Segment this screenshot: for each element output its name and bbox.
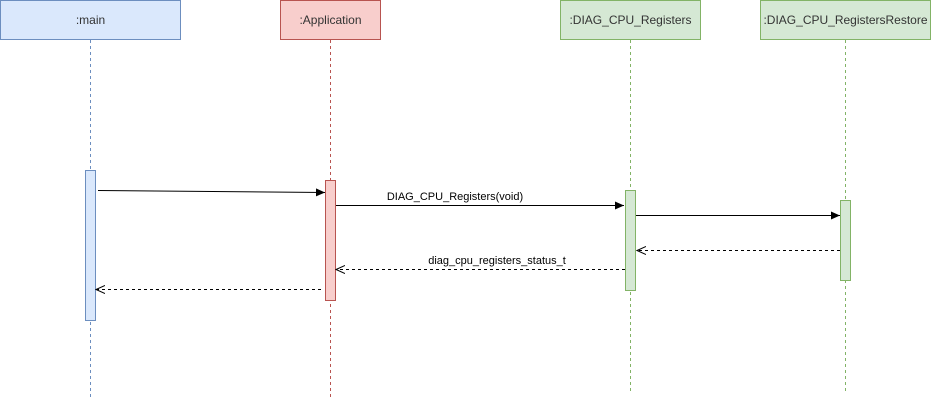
participant-diag-cpu-registers: :DIAG_CPU_Registers bbox=[560, 0, 701, 40]
activation-main bbox=[85, 170, 96, 321]
participant-application-label: :Application bbox=[299, 13, 362, 27]
participant-application: :Application bbox=[280, 0, 381, 40]
participant-diag-cpu-registers-restore: :DIAG_CPU_RegistersRestore bbox=[760, 0, 931, 40]
participant-main: :main bbox=[0, 0, 181, 40]
activation-application bbox=[325, 180, 336, 301]
participant-diag-cpu-registers-restore-label: :DIAG_CPU_RegistersRestore bbox=[763, 13, 928, 27]
participant-diag-cpu-registers-label: :DIAG_CPU_Registers bbox=[569, 13, 692, 27]
message-label-return-status: diag_cpu_registers_status_t bbox=[428, 255, 566, 267]
message-label-diag-cpu-registers-call: DIAG_CPU_Registers(void) bbox=[386, 191, 524, 203]
activation-diag-cpu-registers bbox=[625, 190, 636, 291]
participant-main-label: :main bbox=[75, 13, 106, 27]
message-main-to-application bbox=[97, 188, 326, 197]
activation-diag-cpu-registers-restore bbox=[840, 200, 851, 281]
